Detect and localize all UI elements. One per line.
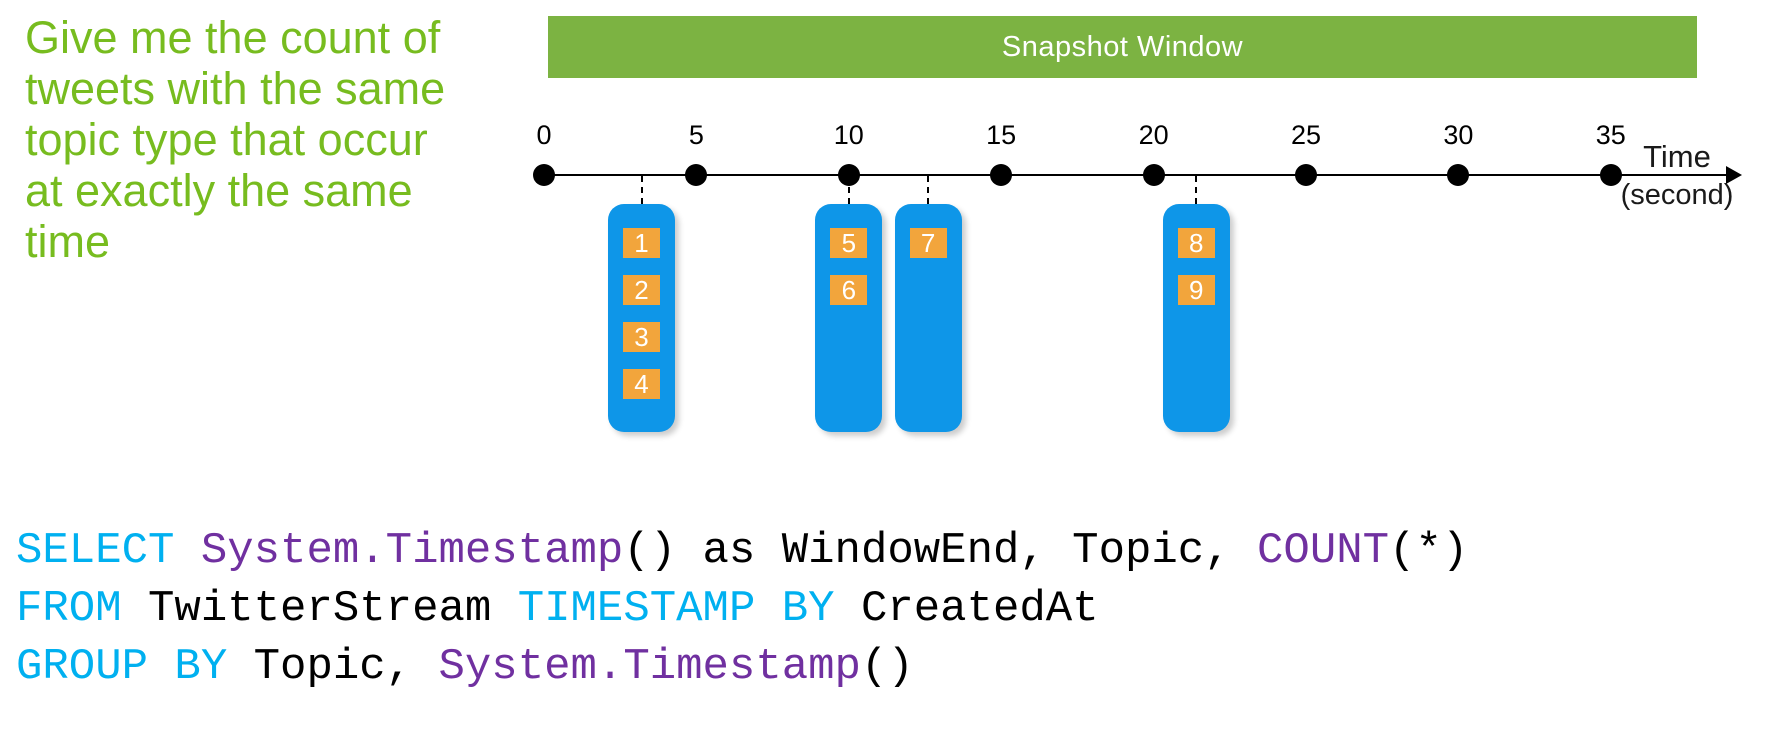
sql-token-plain: () as WindowEnd, Topic, — [623, 526, 1258, 576]
sql-token-keyword: SELECT — [16, 526, 201, 576]
event-group: 7 — [894, 204, 962, 432]
sql-token-plain: Topic, — [253, 642, 439, 692]
sql-token-plain: () — [860, 642, 914, 692]
event-group-connector — [1195, 176, 1198, 204]
event-group: 1 2 3 4 — [608, 204, 676, 432]
instruction-line: Give me the count of — [25, 12, 441, 63]
event-group-connector — [927, 176, 930, 204]
timeline-tick-label: 35 — [1595, 120, 1626, 150]
timeline-tick-dot — [1142, 164, 1165, 186]
timeline-tick-label: 30 — [1443, 120, 1474, 150]
event-square: 5 — [830, 228, 868, 258]
timeline-tick-label: 5 — [688, 120, 704, 150]
sql-token-keyword: FROM — [16, 584, 149, 634]
timeline-tick-dot — [533, 164, 555, 186]
sql-token-function: COUNT — [1257, 526, 1390, 576]
event-square: 7 — [909, 228, 947, 258]
sql-token-function: System.Timestamp — [438, 642, 861, 692]
sql-token-keyword: TIMESTAMP BY — [517, 584, 861, 634]
sql-code-line: GROUP BY Topic, System.Timestamp() — [16, 638, 1468, 696]
event-group-connector — [847, 176, 850, 204]
snapshot-window-banner: Snapshot Window — [548, 16, 1697, 78]
sql-token-plain: TwitterStream — [148, 584, 518, 634]
instruction-line: at exactly the same — [25, 165, 413, 216]
time-axis-label-title: Time — [1643, 139, 1711, 174]
event-square: 3 — [623, 322, 661, 352]
sql-token-plain: CreatedAt — [860, 584, 1099, 634]
instruction-line: time — [25, 216, 111, 267]
timeline-tick-dot — [1599, 164, 1622, 186]
event-square: 2 — [623, 275, 661, 305]
snapshot-window-banner-label: Snapshot Window — [1001, 30, 1244, 63]
event-square: 8 — [1177, 228, 1215, 258]
timeline-tick-dot — [1447, 164, 1470, 186]
sql-token-keyword: GROUP BY — [16, 642, 254, 692]
event-square: 4 — [623, 369, 661, 399]
event-square: 6 — [830, 275, 868, 305]
sql-code-line: SELECT System.Timestamp() as WindowEnd, … — [16, 522, 1468, 580]
timeline-tick-dot — [685, 164, 708, 186]
timeline-tick-label: 25 — [1290, 120, 1322, 150]
timeline-tick-label: 0 — [536, 120, 552, 150]
timeline-tick-label: 10 — [833, 120, 864, 150]
sql-token-function: System.Timestamp — [200, 526, 624, 576]
time-axis-label-unit: (second) — [1620, 179, 1734, 211]
sql-token-plain: (*) — [1389, 526, 1469, 576]
instruction-line: tweets with the same — [25, 63, 446, 114]
timeline-tick-label: 20 — [1138, 120, 1169, 150]
timeline-tick-dot — [1295, 164, 1317, 186]
timeline-arrowhead-icon — [1726, 166, 1742, 184]
sql-code-block: SELECT System.Timestamp() as WindowEnd, … — [16, 522, 1468, 696]
timeline-tick-dot — [990, 164, 1013, 186]
event-group-connector — [640, 176, 643, 204]
time-axis-label: Time (second) — [1616, 139, 1738, 211]
timeline-tick-dot — [837, 164, 860, 186]
timeline-axis — [544, 174, 1728, 176]
timeline-tick-label: 15 — [986, 120, 1017, 150]
event-square: 1 — [623, 228, 661, 258]
instruction-line: topic type that occur — [25, 114, 428, 165]
sql-code-line: FROM TwitterStream TIMESTAMP BY CreatedA… — [16, 580, 1468, 638]
event-square: 9 — [1177, 275, 1215, 305]
